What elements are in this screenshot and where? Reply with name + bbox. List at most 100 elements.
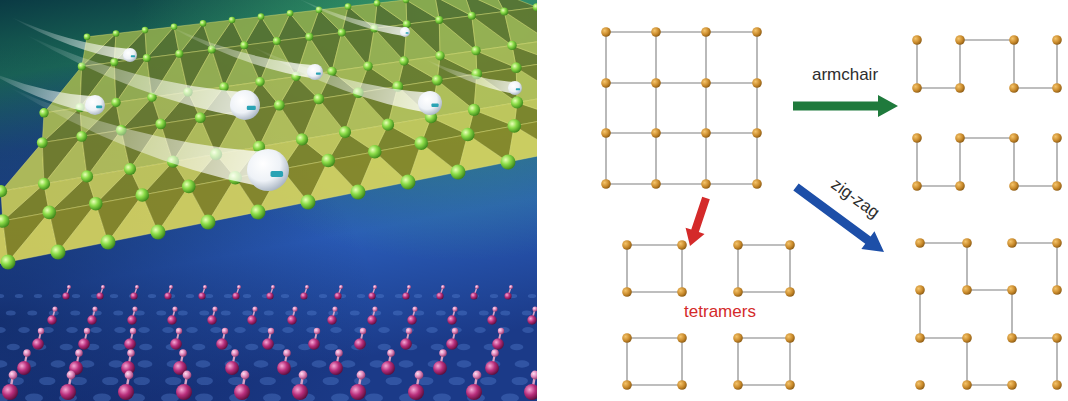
atom: [332, 306, 337, 311]
atom: [262, 338, 274, 350]
atom: [487, 315, 496, 324]
lattice-bond: [626, 338, 628, 385]
atom: [266, 292, 273, 299]
atom: [368, 292, 375, 299]
lattice-atom: [733, 287, 743, 297]
lattice-atom: [1052, 181, 1062, 191]
atom: [127, 349, 135, 357]
substrate-dimple: [341, 360, 356, 367]
atom: [402, 292, 409, 299]
lattice-atom: [677, 287, 687, 297]
atom: [367, 315, 376, 324]
sheet-atom: [38, 178, 50, 190]
sheet-atom: [351, 185, 366, 200]
substrate-dimple: [60, 344, 73, 351]
substrate-dimple: [501, 394, 519, 401]
substrate-dimple: [0, 360, 7, 367]
sheet-atom: [345, 3, 352, 10]
lattice-bond: [1012, 337, 1057, 339]
atom: [335, 349, 343, 357]
atom: [222, 328, 228, 334]
atom: [125, 371, 134, 380]
arrow-label: armchair: [812, 66, 878, 85]
atom: [504, 292, 511, 299]
particle: [123, 48, 137, 62]
substrate-dimple: [138, 327, 150, 333]
substrate-dimple: [6, 311, 16, 316]
lattice-atom: [915, 333, 925, 343]
tetramer-arrow: [686, 197, 710, 246]
particle: [85, 95, 105, 115]
lattice-bond: [627, 384, 682, 386]
sheet-facet: [407, 20, 440, 56]
substrate-dimple: [186, 327, 198, 333]
lattice-bond: [916, 138, 918, 186]
lattice-atom: [752, 179, 762, 189]
atom: [225, 361, 239, 375]
atom: [38, 328, 44, 334]
substrate-dimple: [365, 394, 383, 401]
substrate-dimple: [110, 294, 118, 298]
lattice-atom: [785, 380, 795, 390]
particle-trail: [250, 45, 430, 113]
atom: [60, 384, 76, 400]
substrate-dimple: [528, 294, 536, 298]
atom: [277, 361, 291, 375]
lattice-atom: [701, 27, 711, 37]
substrate-dimple: [331, 394, 349, 401]
lattice-atom: [915, 380, 925, 390]
substrate-dimple: [378, 344, 391, 351]
atom: [439, 349, 447, 357]
atom: [132, 306, 137, 311]
lattice-bond: [738, 384, 790, 386]
atom: [212, 306, 217, 311]
atom: [47, 315, 56, 324]
sheet-atom: [501, 155, 516, 170]
background-glow: [0, 0, 537, 401]
atom: [176, 328, 182, 334]
substrate-dimple: [139, 344, 152, 351]
substrate-dimple: [254, 360, 269, 367]
substrate-dimple: [51, 360, 66, 367]
atom: [52, 306, 57, 311]
sheet-atom: [201, 215, 216, 230]
sheet-atom: [471, 46, 480, 55]
substrate-dimple: [245, 344, 258, 351]
atom: [67, 371, 76, 380]
particle: [508, 81, 522, 95]
substrate-dimple: [109, 360, 124, 367]
substrate-dimple: [452, 294, 460, 298]
substrate-dimple: [449, 377, 465, 385]
atom: [314, 328, 320, 334]
sheet-atom: [451, 165, 466, 180]
substrate-dimple: [393, 311, 403, 316]
atom: [387, 349, 395, 357]
sheet-atom: [39, 108, 48, 117]
substrate-dimple: [323, 377, 339, 385]
substrate-dimple: [66, 327, 78, 333]
sheet-atom: [399, 56, 408, 65]
atom: [271, 285, 275, 289]
sheet-atom: [76, 131, 87, 142]
lattice-bond: [789, 245, 791, 292]
atom: [400, 338, 412, 350]
sheet-atom: [258, 13, 265, 20]
substrate-dimple: [330, 327, 342, 333]
atom: [252, 306, 257, 311]
atom: [207, 315, 216, 324]
atom: [299, 371, 308, 380]
sheet-atom: [507, 41, 516, 50]
particle-trail: [425, 59, 515, 94]
substrate-dimple: [378, 327, 390, 333]
atom: [509, 285, 513, 289]
substrate-dimple: [426, 327, 438, 333]
atom: [527, 315, 536, 324]
atom: [305, 285, 309, 289]
sheet-atom: [155, 118, 166, 129]
substrate-dimple: [260, 377, 276, 385]
atom: [84, 328, 90, 334]
lattice-bond: [626, 245, 628, 292]
particle-mark: [516, 88, 520, 90]
substrate-dimple: [224, 294, 232, 298]
lattice-bond: [627, 337, 682, 339]
